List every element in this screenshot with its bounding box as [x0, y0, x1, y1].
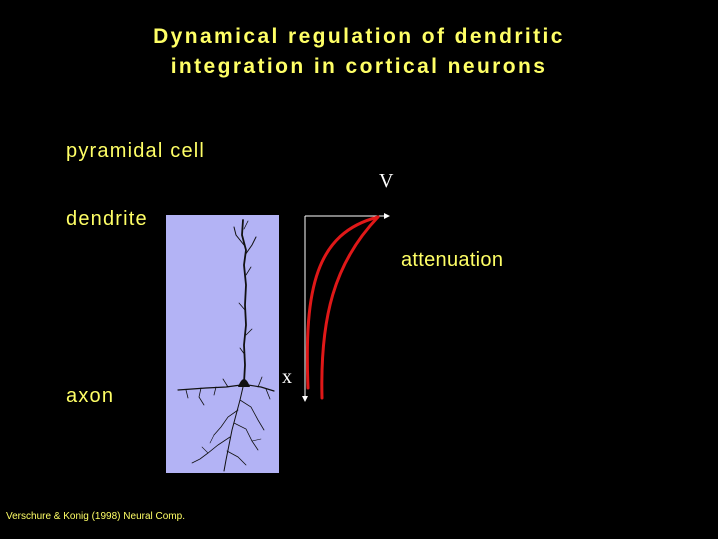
v-axis-arrowhead [384, 213, 390, 219]
plot-axes [302, 213, 390, 402]
x-axis-arrowhead [302, 396, 308, 402]
title-line-1: Dynamical regulation of dendritic [153, 25, 565, 48]
dendrite-label: dendrite [66, 208, 148, 230]
v-axis-label: V [379, 170, 394, 192]
x-axis-label: x [282, 366, 292, 388]
citation: Verschure & Konig (1998) Neural Comp. [6, 511, 185, 522]
title-line-2: integration in cortical neurons [170, 55, 548, 78]
attenuation-label: attenuation [401, 249, 504, 271]
pyramidal-neuron-drawing-icon [177, 219, 275, 472]
slide-title: Dynamical regulation of dendritic integr… [0, 22, 718, 82]
neuron-image-panel [166, 215, 279, 473]
attenuation-curve-inner [320, 215, 380, 400]
attenuation-curves [305, 215, 380, 400]
axon-label: axon [66, 385, 115, 407]
attenuation-curve-outer [305, 215, 380, 390]
attenuation-plot [302, 213, 390, 402]
pyramidal-cell-label: pyramidal cell [66, 140, 206, 162]
